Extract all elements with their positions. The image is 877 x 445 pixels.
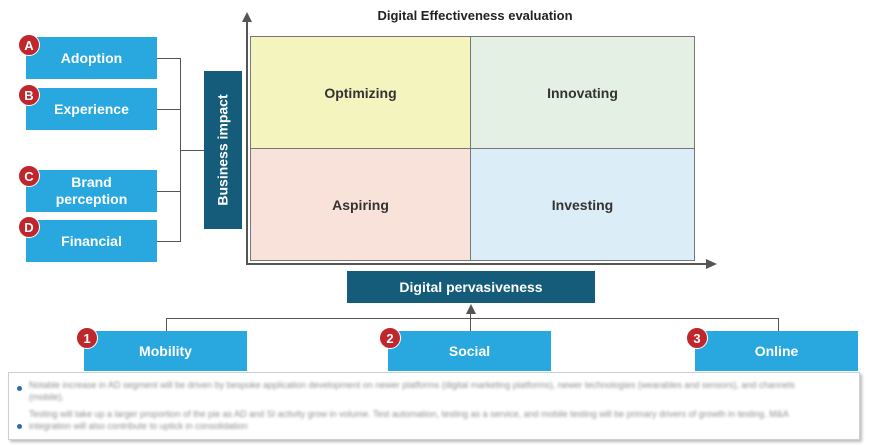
- item-label: Financial: [61, 232, 122, 249]
- notes-panel: Notable increase in AD segment will be d…: [8, 372, 860, 440]
- quadrant-label: Optimizing: [324, 84, 397, 101]
- item-label: Adoption: [60, 49, 123, 66]
- item-social: Social: [388, 331, 551, 371]
- item-online: Online: [695, 331, 858, 371]
- arrow-up-icon: [466, 304, 476, 314]
- connector: [778, 318, 779, 331]
- x-axis-line: [246, 263, 706, 265]
- item-experience: Experience: [26, 88, 157, 130]
- quadrant-aspiring: Aspiring: [250, 148, 471, 261]
- x-axis-arrow-icon: [706, 259, 717, 269]
- y-axis-label-box: Business impact: [204, 71, 242, 229]
- badge-a: A: [18, 34, 40, 56]
- badge-d: D: [18, 216, 40, 238]
- item-label: Online: [754, 342, 799, 359]
- connector: [157, 109, 181, 110]
- y-axis-line: [246, 20, 248, 264]
- note-text: Notable increase in AD segment will be d…: [29, 380, 795, 402]
- badge-c: C: [18, 165, 40, 187]
- quadrant-label: Innovating: [547, 84, 618, 101]
- item-mobility: Mobility: [84, 331, 247, 371]
- item-brand-perception: Brand perception: [26, 170, 157, 212]
- connector: [157, 191, 181, 192]
- quadrant-investing: Investing: [470, 148, 695, 261]
- connector: [157, 58, 181, 59]
- badge-3: 3: [686, 327, 708, 349]
- connector: [180, 150, 204, 151]
- quadrant-optimizing: Optimizing: [250, 36, 471, 149]
- item-label: Social: [448, 342, 491, 359]
- badge-2: 2: [379, 327, 401, 349]
- chart-title: Digital Effectiveness evaluation: [377, 8, 573, 23]
- y-axis-arrow-icon: [242, 12, 252, 22]
- badge-1: 1: [76, 327, 98, 349]
- quadrant-label: Investing: [551, 196, 614, 213]
- connector: [166, 318, 779, 319]
- item-label: Brand perception: [55, 174, 128, 207]
- bullet-icon: [17, 386, 22, 391]
- badge-b: B: [18, 84, 40, 106]
- item-label: Experience: [54, 100, 129, 117]
- item-financial: Financial: [26, 220, 157, 262]
- connector: [470, 312, 471, 320]
- connector: [470, 318, 471, 331]
- connector: [166, 318, 167, 331]
- bullet-icon: [17, 424, 22, 429]
- item-adoption: Adoption: [26, 37, 157, 79]
- x-axis-label: Digital pervasiveness: [399, 279, 543, 295]
- quadrant-innovating: Innovating: [470, 36, 695, 149]
- connector: [157, 241, 181, 242]
- y-axis-label: Business impact: [215, 94, 232, 206]
- item-label: Mobility: [139, 342, 192, 359]
- x-axis-label-box: Digital pervasiveness: [347, 271, 595, 303]
- quadrant-label: Aspiring: [332, 196, 389, 213]
- note-text: Testing will take up a larger proportion…: [29, 409, 789, 431]
